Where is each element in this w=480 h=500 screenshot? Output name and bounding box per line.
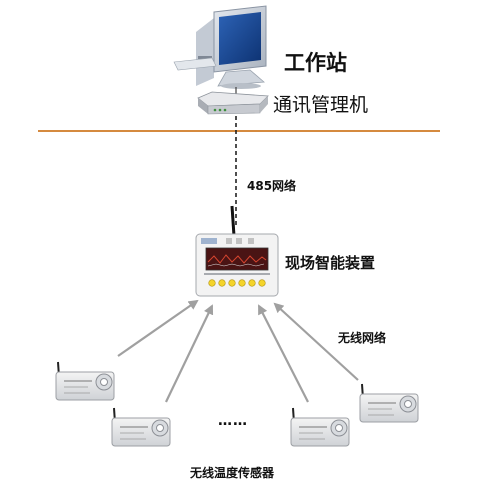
sensor-ellipsis: …… (218, 413, 248, 429)
wireless-label: 无线网络 (338, 331, 387, 345)
sensor-icon (55, 361, 115, 401)
sensor-icon (111, 407, 171, 447)
router-label: 通讯管理机 (273, 94, 369, 116)
network-label: 485网络 (247, 179, 297, 193)
sensor-icon (290, 407, 350, 447)
router-icon (197, 87, 269, 115)
wireless-arrow (117, 299, 199, 357)
wireless-arrow (165, 304, 214, 403)
device-label: 现场智能装置 (285, 254, 376, 272)
controller-icon (195, 205, 279, 297)
sensor-icon (359, 383, 419, 423)
workstation-label: 工作站 (284, 51, 347, 75)
wireless-arrow (273, 302, 359, 381)
computer-icon (173, 5, 267, 89)
sensors-label: 无线温度传感器 (190, 466, 275, 480)
wireless-arrow (258, 304, 309, 403)
